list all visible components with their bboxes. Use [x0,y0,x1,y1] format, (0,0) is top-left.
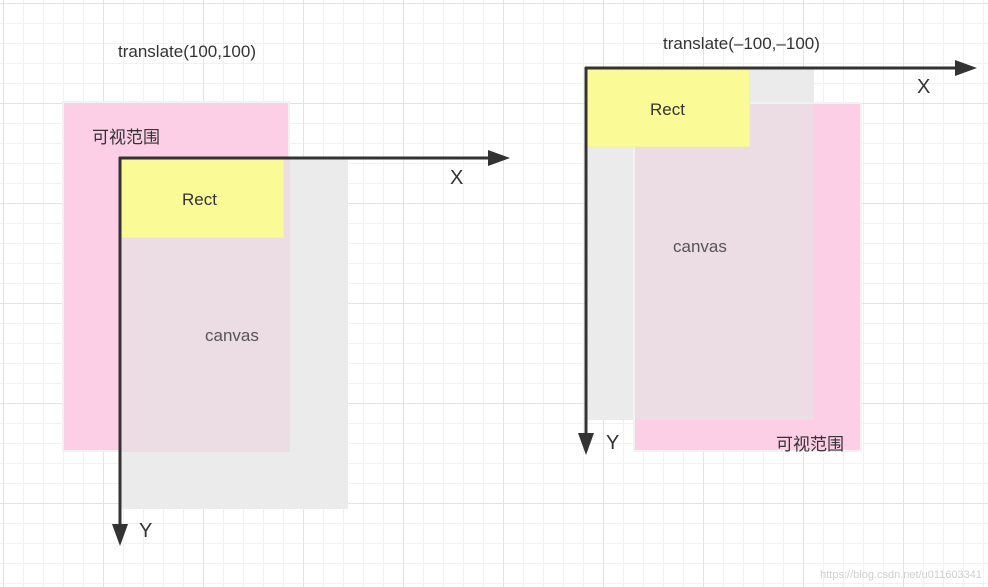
right-y-arrow-icon [578,433,594,455]
right-rect [586,68,750,147]
watermark: https://blog.csdn.net/u011603341 [820,569,982,581]
right-y-axis-label: Y [606,432,620,454]
right-x-axis [585,60,977,76]
left-y-arrow-icon [112,524,128,546]
left-rect-label: Rect [182,190,217,209]
left-canvas-bottom-strip [120,452,348,509]
left-y-axis-label: Y [139,520,153,542]
right-visible-area-label: 可视范围 [776,435,844,454]
left-y-axis [112,157,128,546]
right-canvas-label: canvas [673,237,727,256]
right-x-axis-label: X [917,76,931,98]
left-x-axis-label: X [450,167,464,189]
left-canvas-label: canvas [205,326,259,345]
right-title: translate(–100,–100) [663,34,820,53]
left-visible-area-label: 可视范围 [92,128,160,147]
right-y-axis [578,67,594,455]
left-x-axis [119,150,510,166]
left-title: translate(100,100) [118,42,256,61]
left-canvas-right-strip [290,158,348,509]
left-x-arrow-icon [488,150,510,166]
right-x-arrow-icon [955,60,977,76]
right-canvas-overlap [635,104,814,420]
right-rect-label: Rect [650,100,685,119]
